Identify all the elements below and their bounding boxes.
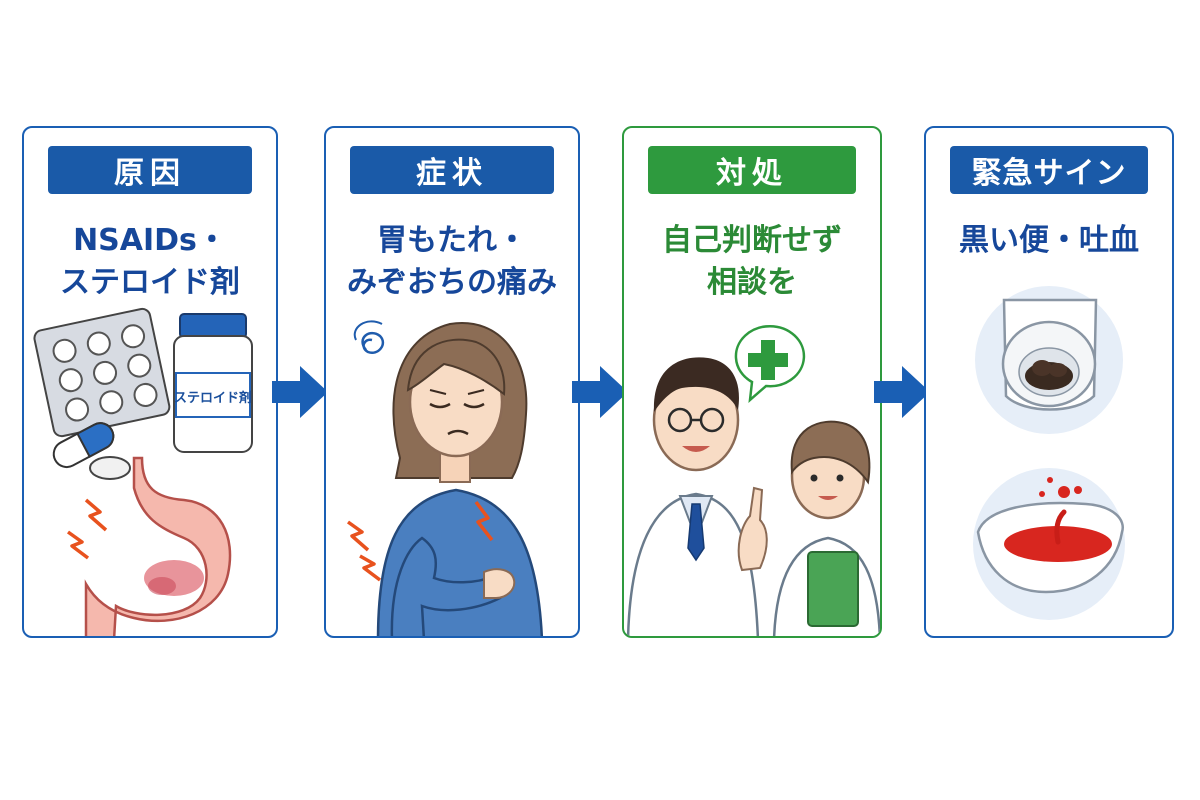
pain-bolt-icon bbox=[346, 520, 370, 552]
cause-line-1: NSAIDs・ bbox=[73, 223, 227, 258]
symptoms-header: 症状 bbox=[350, 146, 554, 194]
panel-cause: 原因 NSAIDs・ ステロイド剤 ステロイ bbox=[22, 126, 278, 638]
action-line-1: 自己判断せず bbox=[662, 223, 842, 258]
symptoms-line-1: 胃もたれ・ bbox=[377, 223, 527, 258]
action-line-2: 相談を bbox=[707, 265, 797, 300]
cause-header: 原因 bbox=[48, 146, 252, 194]
black-stool-toilet-icon bbox=[975, 286, 1123, 434]
doctor-nurse-illustration bbox=[626, 324, 880, 636]
steroid-bottle-icon: ステロイド剤 bbox=[173, 313, 253, 453]
arrow-right-icon bbox=[272, 366, 328, 418]
woman-figure bbox=[376, 338, 544, 636]
nurse-figure bbox=[772, 420, 880, 636]
bottle-label: ステロイド剤 bbox=[174, 390, 252, 406]
arrow-right-icon bbox=[874, 366, 930, 418]
pain-bolt-icon bbox=[474, 500, 494, 542]
dizzy-swirl-icon bbox=[361, 331, 385, 355]
cause-line-2: ステロイド剤 bbox=[60, 265, 240, 300]
stomach-icon bbox=[84, 456, 232, 636]
woman-stomach-pain-illustration bbox=[346, 320, 544, 636]
pain-bolt-icon bbox=[359, 554, 382, 582]
pain-bolt-icon bbox=[66, 530, 90, 560]
cause-text: NSAIDs・ ステロイド剤 bbox=[24, 220, 276, 304]
medical-plus-bubble-icon bbox=[734, 324, 806, 404]
emergency-line-1: 黒い便・吐血 bbox=[959, 223, 1139, 258]
pain-bolt-icon bbox=[84, 498, 108, 532]
pill-icon bbox=[89, 456, 131, 480]
capsule-icon bbox=[52, 422, 115, 469]
symptoms-text: 胃もたれ・ みぞおちの痛み bbox=[326, 220, 578, 304]
emergency-text: 黒い便・吐血 bbox=[926, 220, 1172, 262]
action-header: 対処 bbox=[648, 146, 856, 194]
arrow-right-icon bbox=[572, 366, 628, 418]
panel-action: 対処 自己判断せず 相談を bbox=[622, 126, 882, 638]
medication-stomach-illustration: ステロイド剤 bbox=[33, 307, 253, 636]
vomiting-blood-basin-icon bbox=[973, 468, 1125, 620]
panel-emergency: 緊急サイン 黒い便・吐血 bbox=[924, 126, 1174, 638]
blister-pack-icon bbox=[33, 307, 171, 438]
doctor-figure bbox=[626, 357, 768, 636]
panel-symptoms: 症状 胃もたれ・ みぞおちの痛み bbox=[324, 126, 580, 638]
action-text: 自己判断せず 相談を bbox=[624, 220, 880, 304]
emergency-header: 緊急サイン bbox=[950, 146, 1148, 194]
emergency-signs-illustration bbox=[973, 286, 1125, 620]
symptoms-line-2: みぞおちの痛み bbox=[347, 265, 557, 300]
